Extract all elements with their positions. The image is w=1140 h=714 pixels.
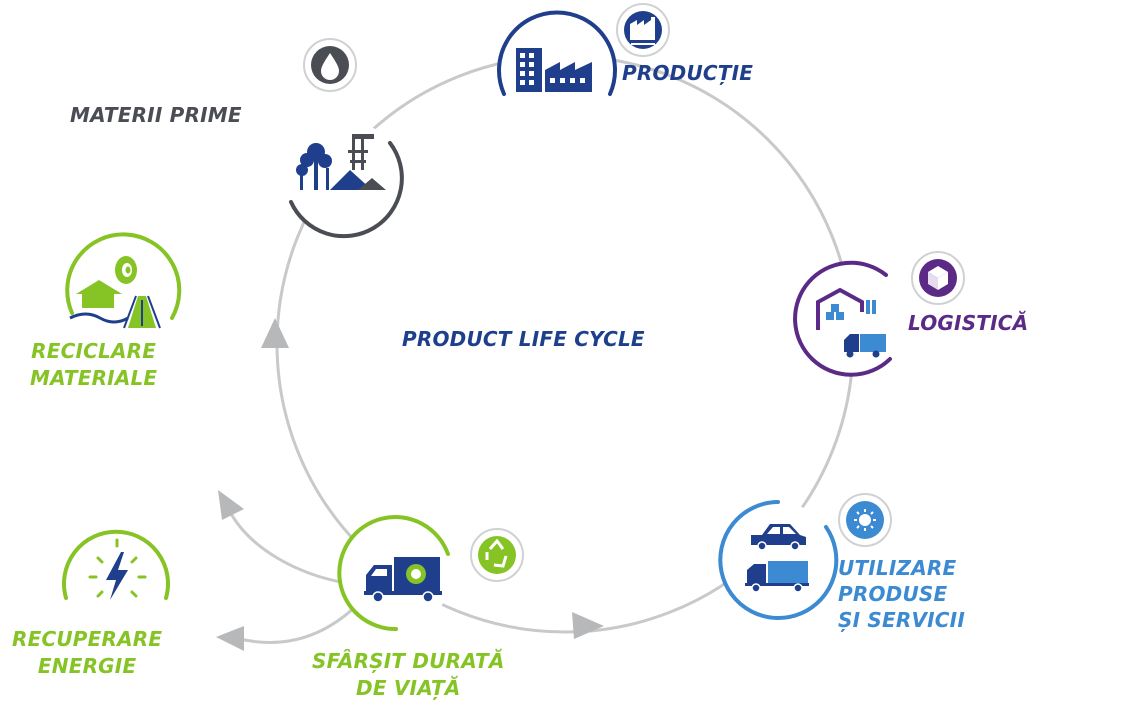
factory-buildings-icon	[516, 48, 592, 92]
productie-label: PRODUCȚIE	[622, 61, 753, 85]
logistica-badge	[911, 251, 965, 305]
materii-prime-label-line: MATERII PRIME	[70, 103, 242, 127]
branch-line-upper	[227, 509, 347, 585]
package-icon	[928, 266, 948, 290]
lightning-bolt-icon	[88, 538, 147, 600]
trees-oil-pump-icon	[296, 134, 386, 190]
sfarsit-badge	[470, 528, 524, 582]
recycle-icon	[485, 538, 508, 568]
utilizare-label-line-2: PRODUSE	[838, 582, 948, 606]
recuperare-node	[62, 529, 170, 600]
reciclare-label-line-2: MATERIALE	[30, 366, 158, 390]
branch-arrow-upper	[218, 490, 244, 520]
productie-label-line: PRODUCȚIE	[622, 61, 754, 85]
sfarsit-label-line-1: SFÂRȘIT DURATĂ	[312, 649, 505, 673]
utilizare-label-line-3: ȘI SERVICII	[838, 608, 965, 632]
reciclare-node	[65, 232, 182, 329]
warehouse-truck-icon	[816, 287, 886, 358]
materii-prime-badge	[303, 38, 357, 92]
recuperare-label: RECUPERARE ENERGIE	[12, 626, 162, 680]
sfarsit-label: SFÂRȘIT DURATĂ DE VIAȚĂ	[312, 648, 505, 702]
recycling-truck-icon	[364, 557, 442, 603]
productie-badge	[616, 3, 670, 57]
branch-line-lower	[239, 604, 358, 644]
logistica-label: LOGISTICĂ	[908, 311, 1028, 335]
productie-node	[497, 10, 617, 128]
reciclare-label-line-1: RECICLARE	[31, 339, 157, 363]
utilizare-label-line-1: UTILIZARE	[838, 556, 957, 580]
branch-arrow-lower	[216, 626, 244, 651]
logistica-node	[793, 260, 908, 377]
utilizare-badge	[838, 493, 892, 547]
materii-prime-label: MATERII PRIME	[70, 103, 242, 127]
cycle-arrow-bottom	[572, 612, 604, 639]
materii-prime-node	[286, 120, 404, 239]
recuperare-label-line-1: RECUPERARE	[12, 627, 163, 651]
utilizare-label: UTILIZARE PRODUSE ȘI SERVICII	[838, 555, 965, 633]
cycle-arrow-left	[261, 318, 289, 348]
reciclare-label: RECICLARE MATERIALE	[30, 338, 157, 392]
recuperare-label-line-2: ENERGIE	[37, 654, 137, 678]
car-truck-icon	[745, 524, 809, 593]
headlight-icon	[854, 509, 876, 531]
diagram-title: PRODUCT LIFE CYCLE	[402, 327, 645, 351]
water-drop-icon	[321, 53, 339, 80]
sfarsit-node	[337, 515, 452, 632]
sfarsit-label-line-2: DE VIAȚĂ	[356, 676, 461, 700]
tire-house-road-icon	[69, 256, 161, 329]
factory-icon	[630, 17, 655, 45]
utilizare-node	[718, 500, 839, 620]
logistica-label-line: LOGISTICĂ	[908, 311, 1029, 335]
